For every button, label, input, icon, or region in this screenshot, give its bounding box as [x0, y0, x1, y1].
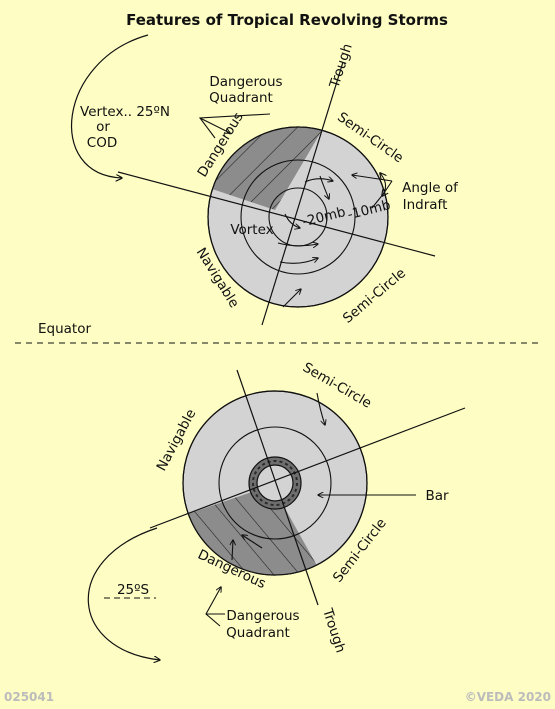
- north-dangerous-pointer: [199, 117, 230, 133]
- north-dangerous-quadrant-label: Dangerous: [209, 74, 282, 90]
- south-vertex-label: 25ºS: [117, 582, 149, 598]
- north-storm: [71, 34, 436, 326]
- south-wind-arrow: [242, 535, 263, 549]
- south-path-line: [149, 407, 466, 529]
- north-vertex-curve: [71, 34, 149, 178]
- north-trough-line: [261, 61, 344, 326]
- north-vertex-label: Vertex.. 25ºN: [80, 104, 170, 120]
- north-isobar-outer: [240, 159, 356, 275]
- eye-of-storm: [256, 464, 294, 502]
- bar-label: Bar: [425, 488, 449, 504]
- north-wind-arrow: [304, 179, 333, 182]
- north-wind-arrow: [282, 289, 301, 308]
- south-dangerous-quadrant-label: Quadrant: [226, 625, 290, 641]
- north-vertex-label: COD: [87, 135, 117, 151]
- north-wind-arrow: [279, 258, 318, 264]
- north-trough-label: Trough: [326, 42, 356, 91]
- north-vertex-label: or: [96, 119, 110, 135]
- angle-of-indraft-label: Indraft: [403, 197, 448, 213]
- equator-label: Equator: [38, 321, 91, 337]
- figure-code: 025041: [4, 690, 54, 704]
- page-title: Features of Tropical Revolving Storms: [126, 11, 448, 29]
- angle-of-indraft-label: Angle of: [402, 180, 459, 196]
- south-storm: [87, 369, 466, 660]
- south-trough-label: Trough: [319, 606, 349, 655]
- bar-ring-texture: [252, 460, 298, 506]
- north-wind-arrow: [284, 213, 300, 228]
- south-vertex-curve: [87, 527, 160, 660]
- north-vortex-label: Vortex: [230, 222, 273, 238]
- north-dangerous-quadrant-label: Quadrant: [209, 90, 273, 106]
- north-wind-arrow: [319, 175, 329, 199]
- south-wind-arrow: [232, 540, 233, 561]
- south-isobar-outer: [218, 426, 332, 540]
- south-trough-line: [236, 369, 319, 606]
- north-path-line: [117, 171, 436, 257]
- copyright-notice: ©VEDA 2020: [465, 690, 551, 704]
- angle-of-indraft-arc: [380, 173, 386, 196]
- south-dangerous-quadrant-label: Dangerous: [226, 608, 299, 624]
- south-wind-arrow: [316, 392, 325, 425]
- north-wind-arrow: [277, 243, 318, 246]
- south-dangerous-pointer: [205, 587, 221, 627]
